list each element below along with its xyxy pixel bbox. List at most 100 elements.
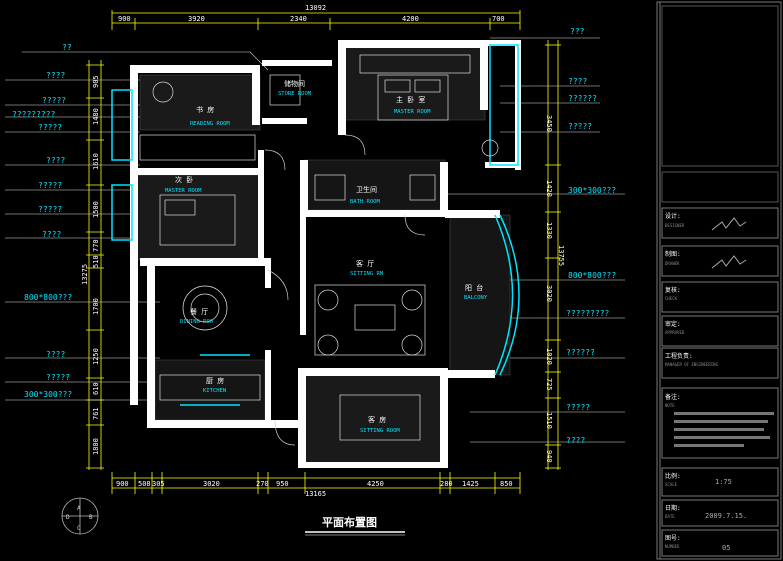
annot-left-11: ????? <box>46 373 70 382</box>
annot-right-3: ????? <box>568 122 592 131</box>
walls <box>130 40 521 468</box>
annot-left-10: ???? <box>46 350 65 359</box>
dim-left-1: 1480 <box>92 108 100 125</box>
room-sitting-cn: 客 厅 <box>356 259 374 268</box>
tb-design-cn: 设计: <box>665 212 681 220</box>
dim-bot-3: 3020 <box>203 480 220 488</box>
tb-drawn-cn: 制图: <box>665 250 681 258</box>
annot-right-8: ????? <box>566 403 590 412</box>
tb-approve-en: APPROVED <box>665 330 685 335</box>
room-balcony-cn: 阳 台 <box>465 283 483 292</box>
tb-check-cn: 复核: <box>665 286 681 294</box>
compass-b: B <box>89 514 93 521</box>
title-block <box>656 1 782 560</box>
annotations-right: ??? ???? ?????? ????? 300*300??? 800*800… <box>566 27 616 445</box>
annot-right-0: ??? <box>570 27 585 36</box>
dimension-texts: 13092 900 3920 2340 4200 700 900 508 305… <box>116 4 513 498</box>
dim-top-overall: 13092 <box>305 4 326 12</box>
compass-a: A <box>77 505 81 512</box>
tb-scale-cn: 比例: <box>665 472 681 480</box>
dim-left-5: 510 <box>92 255 100 268</box>
compass-symbol <box>61 497 99 535</box>
tb-check-en: CHECK <box>665 296 678 301</box>
room-dining-en: DINING ROO <box>180 319 213 325</box>
dim-left-0: 905 <box>92 75 100 88</box>
dimension-texts-vertical: 905 1480 1610 1500 770 510 1700 1250 610… <box>81 75 565 462</box>
dim-left-overall: 13275 <box>81 264 89 285</box>
dim-right-2: 1330 <box>545 222 553 239</box>
annotations-left: ?? ???? ????? ????????? ????? ???? ?????… <box>12 43 72 399</box>
annot-left-9: 800*800??? <box>24 293 72 302</box>
dim-bot-8: 1425 <box>462 480 479 488</box>
dim-left-7: 1250 <box>92 348 100 365</box>
tb-number-value: 05 <box>722 544 730 552</box>
annot-left-8: ???? <box>42 230 61 239</box>
annot-right-9: ???? <box>566 436 585 445</box>
tb-note-cn: 备注: <box>665 393 681 401</box>
dim-right-7: 940 <box>545 450 553 463</box>
annot-right-2: ?????? <box>568 94 597 103</box>
dim-left-3: 1500 <box>92 201 100 218</box>
tb-scale-en: SCALE <box>665 482 678 487</box>
windows <box>111 44 520 406</box>
dim-bot-7: 280 <box>440 480 453 488</box>
dim-right-0: 3450 <box>545 115 553 132</box>
tb-date-cn: 日期: <box>665 504 681 512</box>
room-reading-cn: 书 房 <box>196 105 214 114</box>
drawing-title: 平面布置图 <box>322 515 377 529</box>
room-bath-en: BATH ROOM <box>350 199 380 205</box>
annot-right-5: 800*800??? <box>568 271 616 280</box>
compass-d: D <box>66 514 70 521</box>
furniture <box>139 54 499 441</box>
dim-right-4: 1020 <box>545 348 553 365</box>
room-dining-cn: 餐 厅 <box>190 307 208 316</box>
room-store-en: STORE ROOM <box>278 91 312 97</box>
room-balcony-en: BALCONY <box>464 295 488 301</box>
dim-left-10: 1800 <box>92 438 100 455</box>
dim-bot-9: 850 <box>500 480 513 488</box>
room-second-cn: 次 卧 <box>175 175 193 184</box>
annot-left-2: ????? <box>42 96 66 105</box>
room-kitchen-en: KITCHEN <box>203 388 226 394</box>
tb-date-en: DATE <box>665 514 675 519</box>
room-second-en: MASTER ROOM <box>165 188 202 194</box>
annot-left-1: ???? <box>46 71 65 80</box>
dim-right-1: 1420 <box>545 180 553 197</box>
tb-number-cn: 图号: <box>665 535 681 542</box>
tb-note-en: NOTE <box>665 403 675 408</box>
dim-left-6: 1700 <box>92 298 100 315</box>
annot-left-7: ????? <box>38 205 62 214</box>
dim-bot-4: 270 <box>256 480 269 488</box>
room-kitchen-cn: 厨 房 <box>206 376 224 385</box>
annot-left-5: ???? <box>46 156 65 165</box>
annot-right-1: ???? <box>568 77 587 86</box>
annot-left-12: 300*300??? <box>24 390 72 399</box>
dim-left-2: 1610 <box>92 153 100 170</box>
room-sitting-en: SITTING RM <box>350 271 384 277</box>
dimension-ticks <box>86 44 561 469</box>
annot-right-7: ?????? <box>566 348 595 357</box>
dim-right-6: 1510 <box>545 412 553 429</box>
door-swings <box>264 134 426 446</box>
tb-scale-value: 1:75 <box>715 478 732 486</box>
dim-bot-1: 508 <box>138 480 151 488</box>
tb-manager-en: MANAGER OF ENGINEERING <box>665 362 719 367</box>
room-bath-cn: 卫生间 <box>356 185 377 194</box>
room-guest-cn: 客 房 <box>368 415 386 424</box>
annot-left-3: ????????? <box>12 110 56 119</box>
room-master-en: MASTER ROOM <box>394 109 431 115</box>
room-master-cn: 主 卧 室 <box>396 95 425 104</box>
annot-left-6: ????? <box>38 181 62 190</box>
tb-drawn-en: DRAWER <box>665 261 680 266</box>
dim-left-4: 770 <box>92 239 100 252</box>
annot-left-4: ????? <box>38 123 62 132</box>
dim-top-4: 700 <box>492 15 505 23</box>
compass-c: C <box>77 525 81 532</box>
dim-left-9: 761 <box>92 407 100 420</box>
dim-right-5: 725 <box>545 378 553 391</box>
room-labels: 书 房 READING ROOM 储物间 STORE ROOM 主 卧 室 MA… <box>165 79 488 434</box>
dim-top-1: 3920 <box>188 15 205 23</box>
dim-bot-2: 305 <box>152 480 165 488</box>
dim-bot-5: 950 <box>276 480 289 488</box>
